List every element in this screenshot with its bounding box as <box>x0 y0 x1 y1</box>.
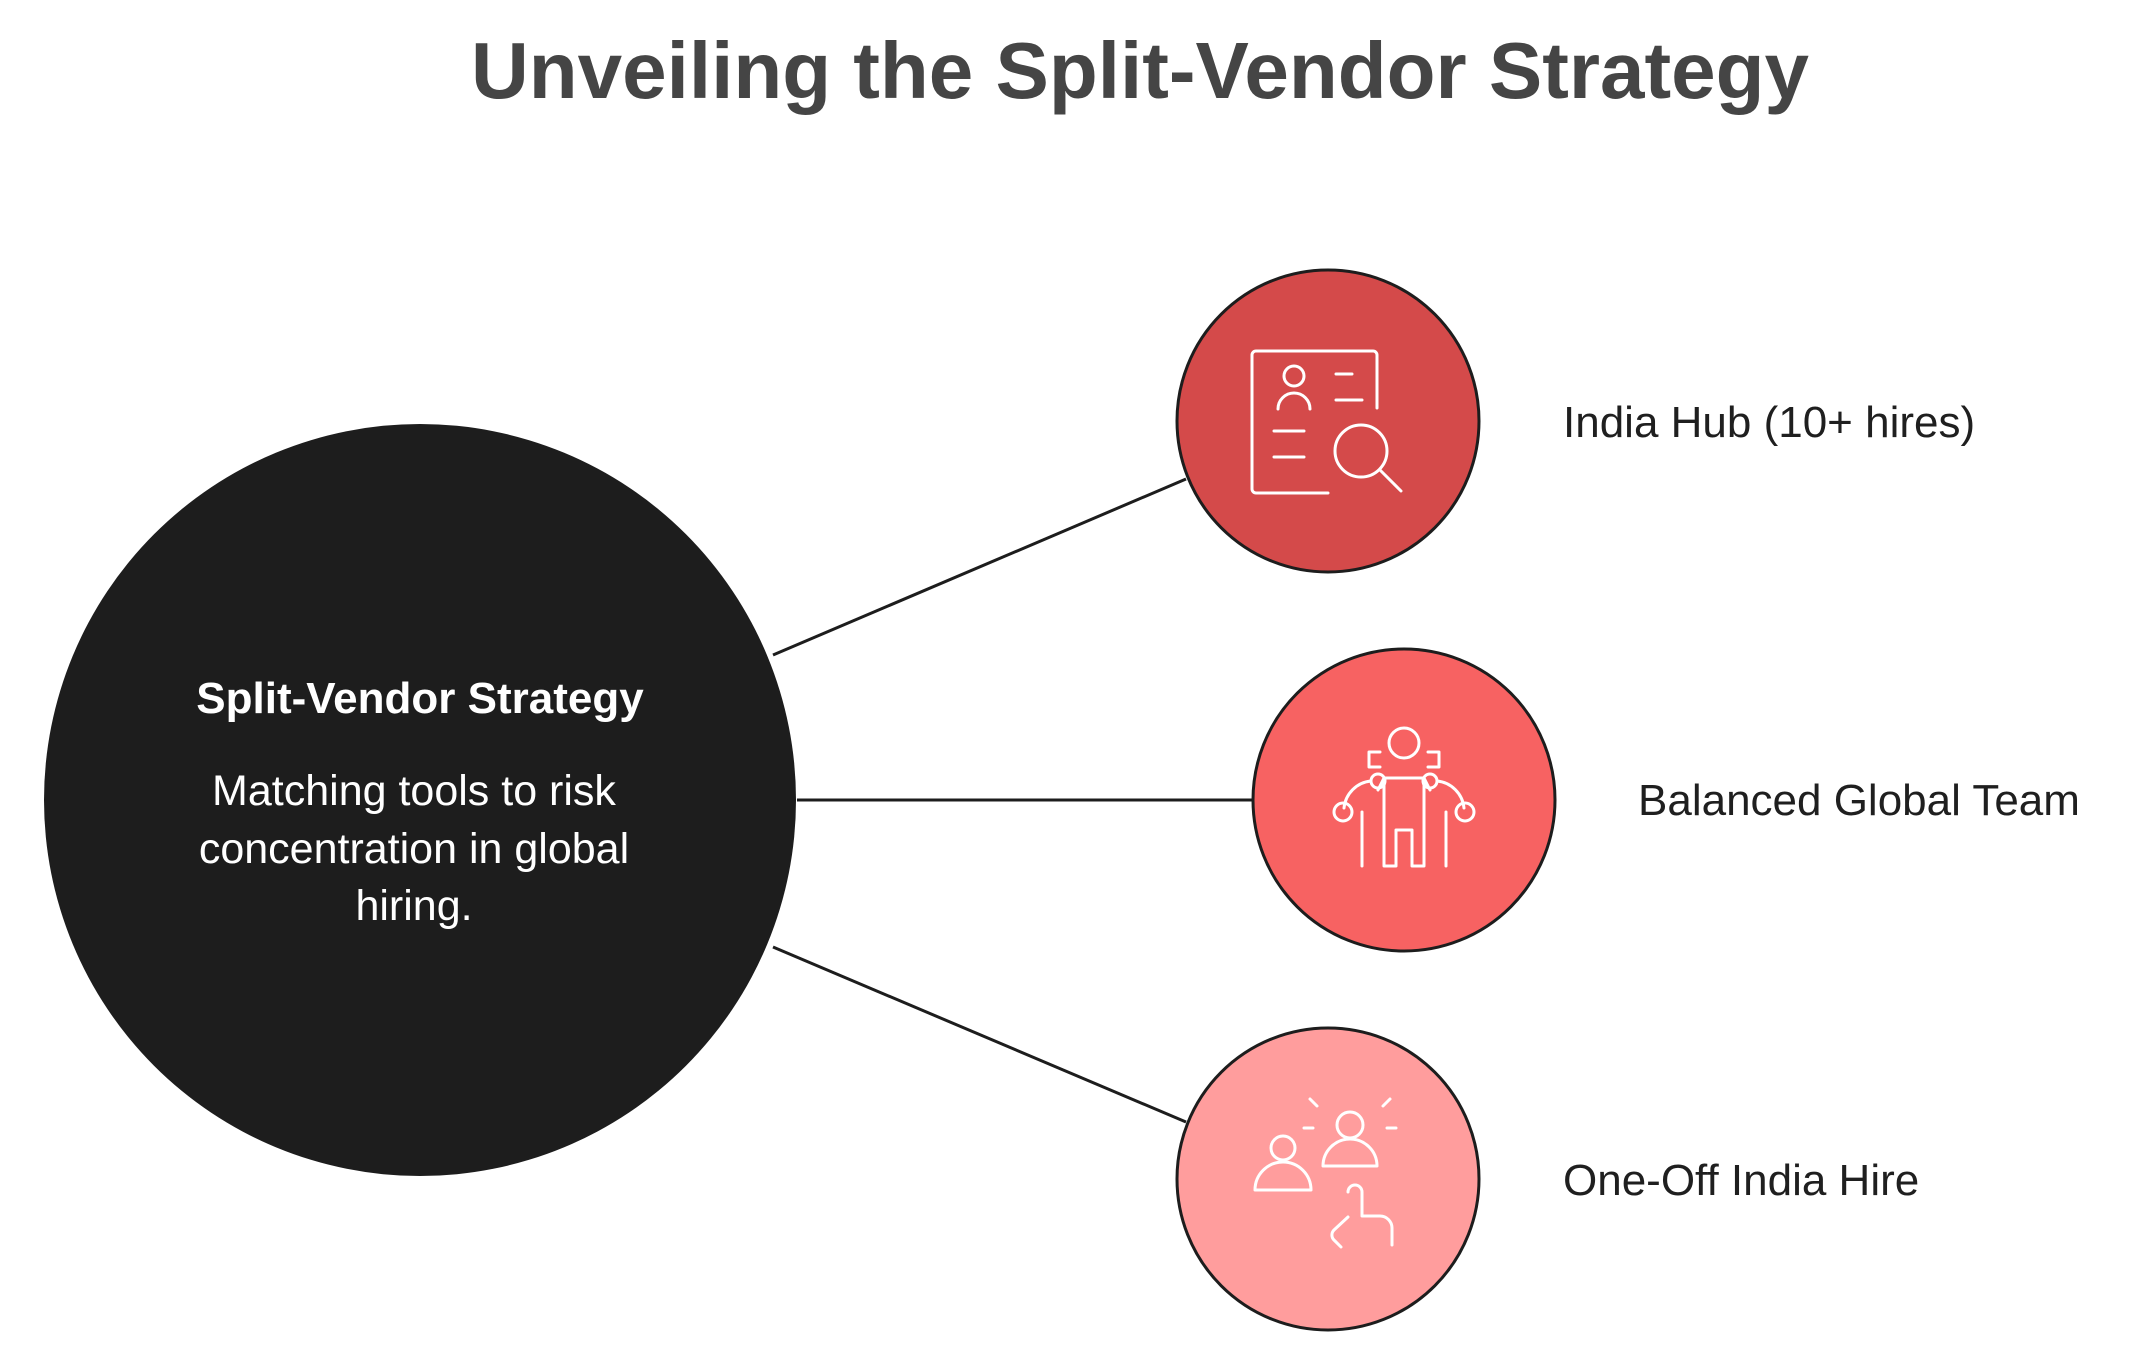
node-balanced-team: Balanced Global Team <box>1251 647 2080 953</box>
diagram-title: Unveiling the Split-Vendor Strategy <box>471 26 1809 115</box>
hub-node: Split-Vendor Strategy Matching tools to … <box>44 424 796 1176</box>
node-label-one-off-hire: One-Off India Hire <box>1563 1156 1919 1205</box>
node-circle-balanced-team <box>1251 647 1557 953</box>
hub-heading: Split-Vendor Strategy <box>196 674 644 723</box>
node-label-india-hub: India Hub (10+ hires) <box>1563 398 1975 447</box>
hub-description-line-3: hiring. <box>355 882 472 930</box>
node-one-off-hire: One-Off India Hire <box>1175 1026 1919 1332</box>
connector-line-one-off-hire <box>772 945 1187 1124</box>
node-circle-one-off-hire <box>1175 1026 1481 1332</box>
team-network-icon <box>1332 726 1476 868</box>
hub-description-line-1: Matching tools to risk <box>212 767 616 815</box>
node-circle-india-hub <box>1175 268 1481 574</box>
connector-line-india-hub <box>772 477 1187 657</box>
hub-description-line-2: concentration in global <box>199 825 629 873</box>
select-candidate-icon <box>1253 1097 1398 1249</box>
node-india-hub: India Hub (10+ hires) <box>1175 268 1975 574</box>
node-label-balanced-team: Balanced Global Team <box>1638 776 2080 825</box>
candidate-search-icon <box>1250 349 1403 495</box>
hub-circle <box>44 424 796 1176</box>
